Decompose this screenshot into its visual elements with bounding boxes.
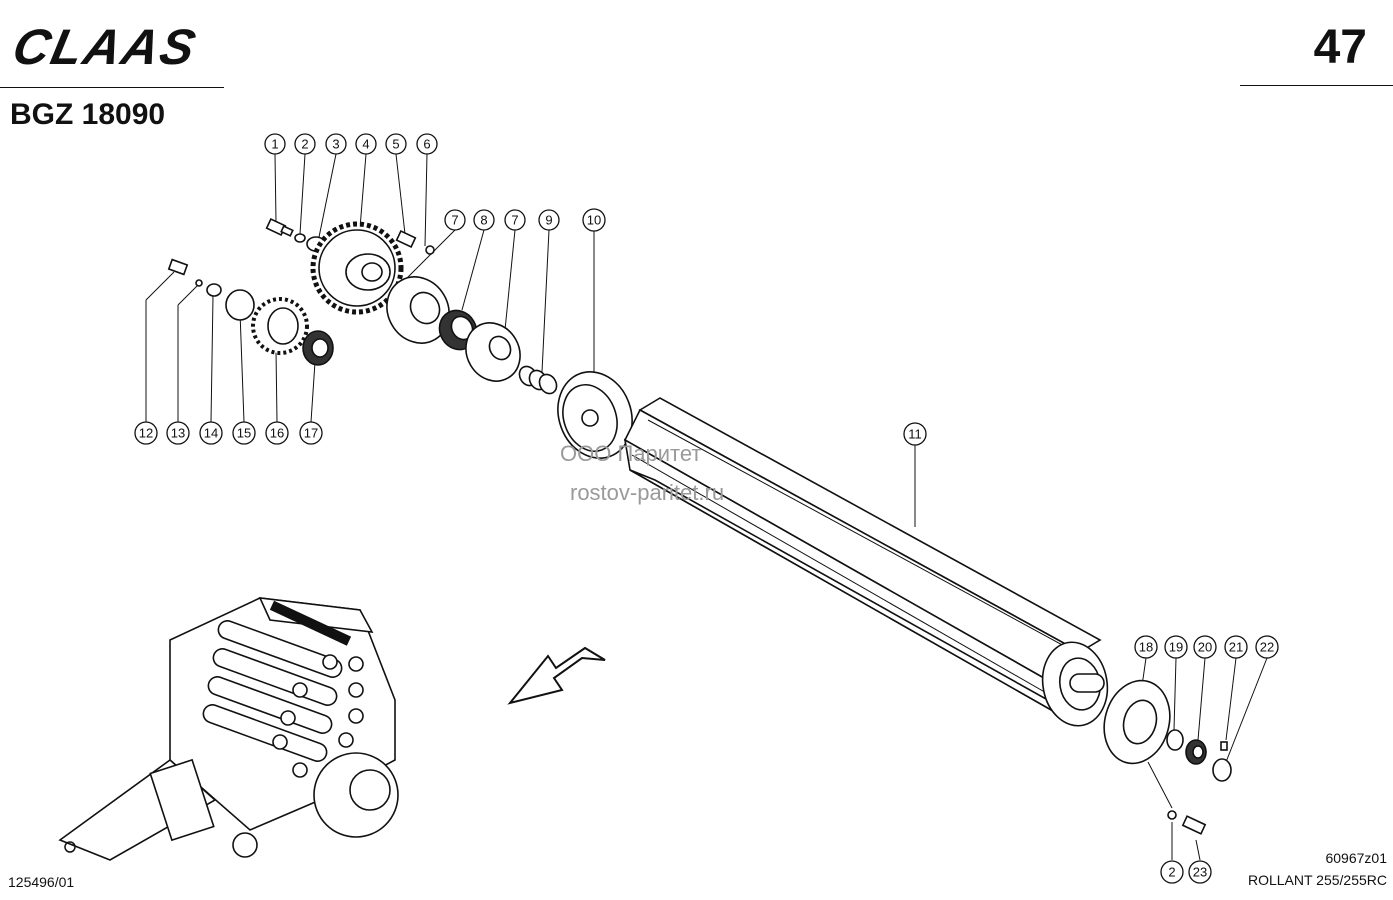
callout-21: 21 [1224,635,1248,659]
callout-22: 22 [1255,635,1279,659]
baler-thumbnail [58,597,399,861]
callout-19: 19 [1164,635,1188,659]
washer-6 [425,245,435,255]
washer-19 [1166,729,1184,751]
callout-3: 3 [325,133,347,155]
drawing-code: 60967z01 [1325,850,1387,866]
washer-14 [206,283,222,297]
callout-16: 16 [265,421,289,445]
svg-text:15: 15 [237,426,251,441]
end-disc-18 [1103,679,1171,765]
callout-9: 9 [538,209,560,231]
svg-text:8: 8 [480,213,487,228]
svg-text:18: 18 [1139,640,1153,655]
callout-2b: 2 [1160,860,1184,884]
svg-text:7: 7 [451,213,458,228]
svg-text:14: 14 [204,426,218,441]
cap-22 [1212,758,1232,782]
flange-7a [386,276,450,344]
document-code: BGZ 18090 [10,98,166,131]
gear-16 [251,297,309,355]
flange-7b [465,322,521,382]
callout-7b: 7 [504,209,526,231]
svg-text:16: 16 [270,426,284,441]
seal-17 [302,330,334,366]
callouts: 1 2 3 4 5 6 7 8 7 9 10 12 13 14 15 16 17… [134,133,1279,884]
model-name: ROLLANT 255/255RC [1247,872,1387,888]
svg-text:3: 3 [332,137,339,152]
header-rule-right [1240,85,1393,86]
page-number: 47 [1313,21,1367,74]
callout-5: 5 [385,133,407,155]
svg-text:13: 13 [171,426,185,441]
callout-1: 1 [264,133,286,155]
direction-arrow [507,646,606,705]
washer-13 [195,279,203,287]
roller-11 [623,397,1109,727]
callout-14: 14 [199,421,223,445]
callout-13: 13 [166,421,190,445]
svg-text:7: 7 [511,213,518,228]
callout-7a: 7 [444,209,466,231]
callout-23: 23 [1188,860,1212,884]
grease-nipple-21 [1220,741,1228,751]
watermark-company: ООО Паритет [560,441,702,466]
callout-10: 10 [582,208,606,232]
callout-11: 11 [903,422,927,446]
svg-text:21: 21 [1229,640,1243,655]
callout-8: 8 [473,209,495,231]
bolt-12 [167,258,189,276]
svg-text:4: 4 [362,137,369,152]
watermark-url: rostov-paritet.ru [570,480,725,505]
svg-text:17: 17 [304,426,318,441]
rings-9 [518,365,558,395]
bolt-1 [265,218,294,237]
callout-6: 6 [416,133,438,155]
callout-4: 4 [355,133,377,155]
svg-text:10: 10 [587,213,601,228]
svg-text:9: 9 [545,213,552,228]
bolt-23 [1181,815,1207,835]
svg-text:19: 19 [1169,640,1183,655]
svg-text:1: 1 [271,137,278,152]
callout-2: 2 [294,133,316,155]
svg-text:20: 20 [1198,640,1212,655]
footer-left-code: 125496/01 [8,874,75,890]
svg-text:6: 6 [423,137,430,152]
snap-ring-15 [225,289,255,321]
callout-15: 15 [232,421,256,445]
bolt-5 [395,230,417,248]
washer-2b [1167,810,1177,820]
end-disc-10 [557,371,633,459]
header-rule-left [0,87,224,88]
callout-18: 18 [1134,635,1158,659]
gear-4 [310,221,404,315]
leader-lines [145,153,1268,861]
callout-17: 17 [299,421,323,445]
callout-20: 20 [1193,635,1217,659]
svg-text:12: 12 [139,426,153,441]
svg-text:11: 11 [908,427,922,442]
svg-text:5: 5 [392,137,399,152]
svg-text:2: 2 [1168,865,1175,880]
svg-text:2: 2 [301,137,308,152]
spring-washer-2 [294,233,306,243]
bearing-20 [1185,739,1207,765]
svg-text:23: 23 [1193,865,1207,880]
callout-12: 12 [134,421,158,445]
svg-text:22: 22 [1260,640,1274,655]
